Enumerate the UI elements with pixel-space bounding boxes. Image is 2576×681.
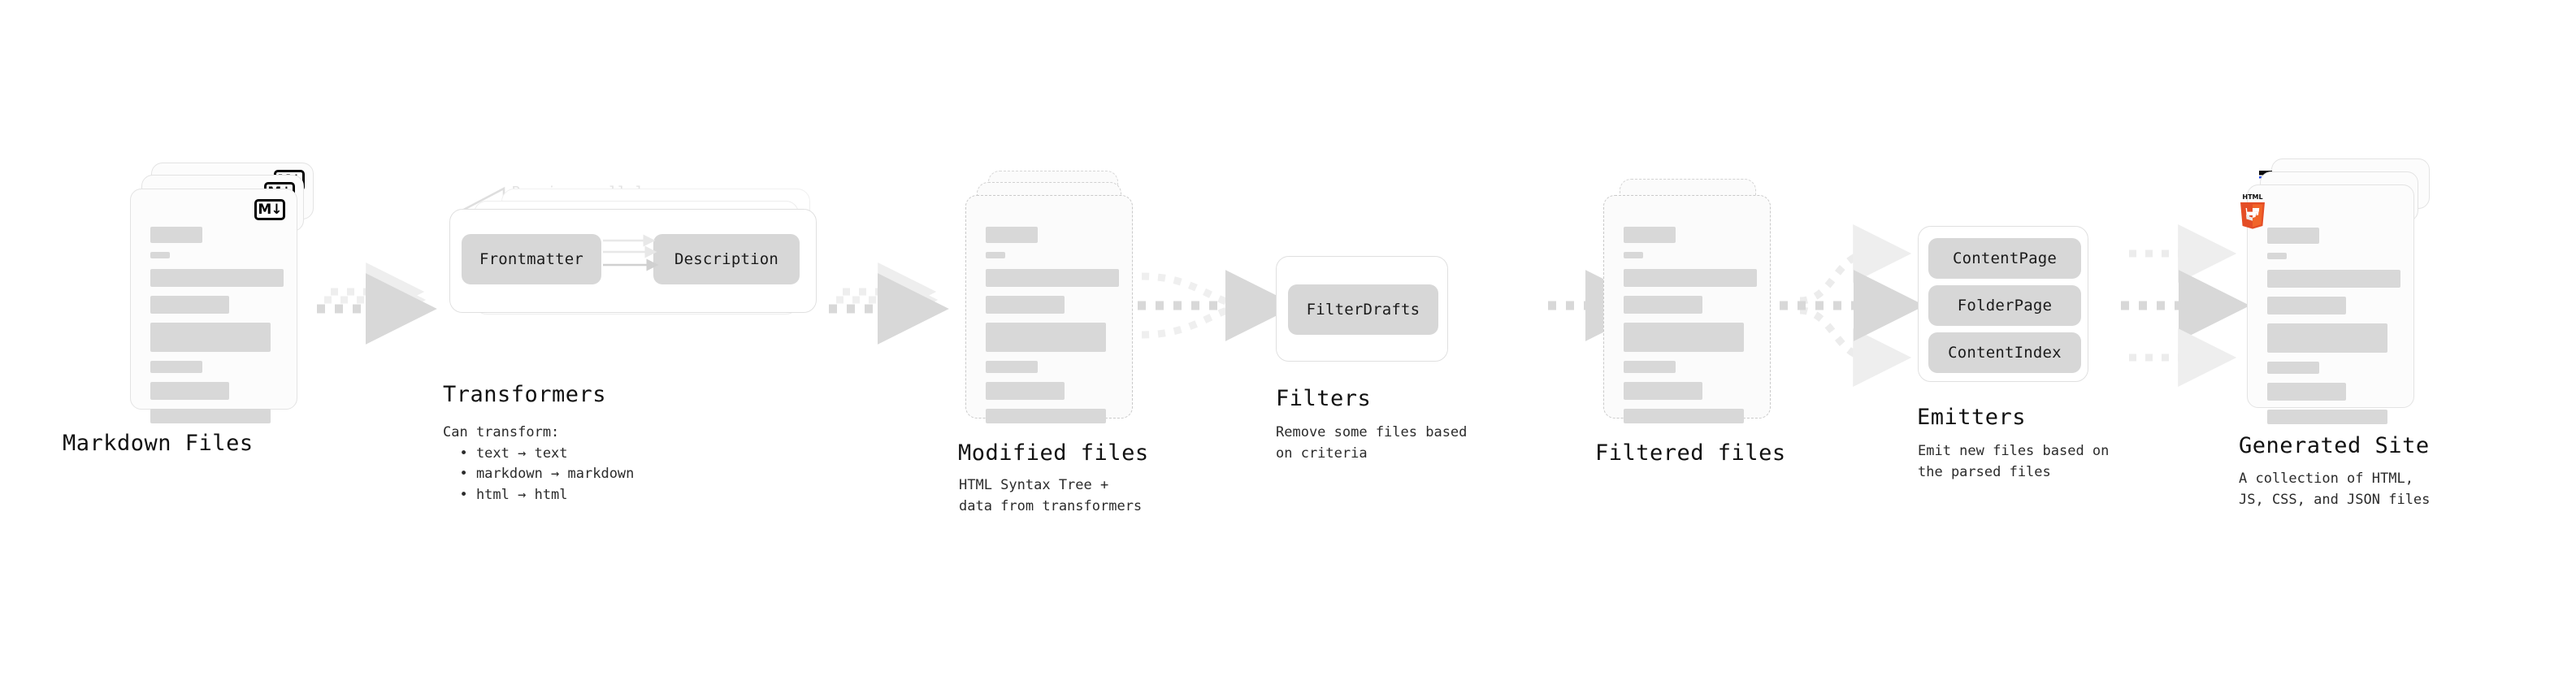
subtitle-modified-files: HTML Syntax Tree + data from transformer… [959,477,1143,514]
chip-filterdrafts[interactable]: FilterDrafts [1288,284,1438,335]
stage-markdown-files: M↓ M↓ M↓ Markdown Files [63,163,325,456]
connector-emitters-to-site [2121,224,2250,387]
modified-file-stack [959,171,1146,439]
stage-filtered-files: Filtered files [1595,171,1785,466]
transformer-box-front: Frontmatter Description [449,209,817,313]
connector-filtered-to-emitters [1780,224,1925,387]
connector-modified-to-filters [1138,270,1297,341]
chip-frontmatter[interactable]: Frontmatter [462,234,601,284]
filters-box: FilterDrafts [1276,256,1448,362]
chip-contentindex[interactable]: ContentIndex [1928,332,2081,373]
html5-badge: HTML [2236,192,2269,229]
subtitle-generated-site: A collection of HTML, JS, CSS, and JSON … [2239,471,2431,508]
markdown-doc-front: M↓ [130,189,297,423]
chip-contentpage[interactable]: ContentPage [1928,238,2081,279]
filtered-file-stack [1597,171,1784,439]
filtered-doc-placeholder-lines [1624,227,1757,423]
filtered-doc-front [1603,195,1771,423]
title-emitters: Emitters [1917,405,2027,430]
chip-folderpage[interactable]: FolderPage [1928,285,2081,326]
connector-transformers-to-modified [829,262,949,345]
subtitle-filters: Remove some files based on criteria [1276,424,1468,462]
modified-doc-placeholder-lines [986,227,1119,423]
subtitle-emitters: Emit new files based on the parsed files [1918,443,2110,480]
generated-file-stack: HTML [2239,158,2442,435]
title-filtered-files: Filtered files [1595,440,1786,466]
html5-badge-text: HTML [2242,193,2262,201]
chip-description[interactable]: Description [653,234,800,284]
markdown-doc-placeholder-lines [150,227,284,423]
markdown-file-stack: M↓ M↓ M↓ [122,163,325,431]
transformer-inner-arrows [603,234,659,271]
emitters-box: ContentPage FolderPage ContentIndex [1918,226,2088,382]
title-filters: Filters [1276,386,1372,411]
title-markdown-files: Markdown Files [63,431,254,456]
modified-doc-front [965,195,1133,423]
title-generated-site: Generated Site [2239,433,2430,458]
connector-md-to-transformers [317,262,437,345]
generated-doc-html: HTML [2240,184,2414,424]
markdown-badge-front: M↓ [254,199,285,220]
subtitle-transformers: Can transform: • text → text • markdown … [443,424,635,503]
title-transformers: Transformers [443,382,607,407]
stage-generated-site: HTML [2239,158,2442,508]
title-modified-files: Modified files [958,440,1149,466]
stage-modified-files: Modified files HTML Syntax Tree + data f… [958,171,1148,514]
generated-doc-placeholder-lines [2267,228,2400,424]
